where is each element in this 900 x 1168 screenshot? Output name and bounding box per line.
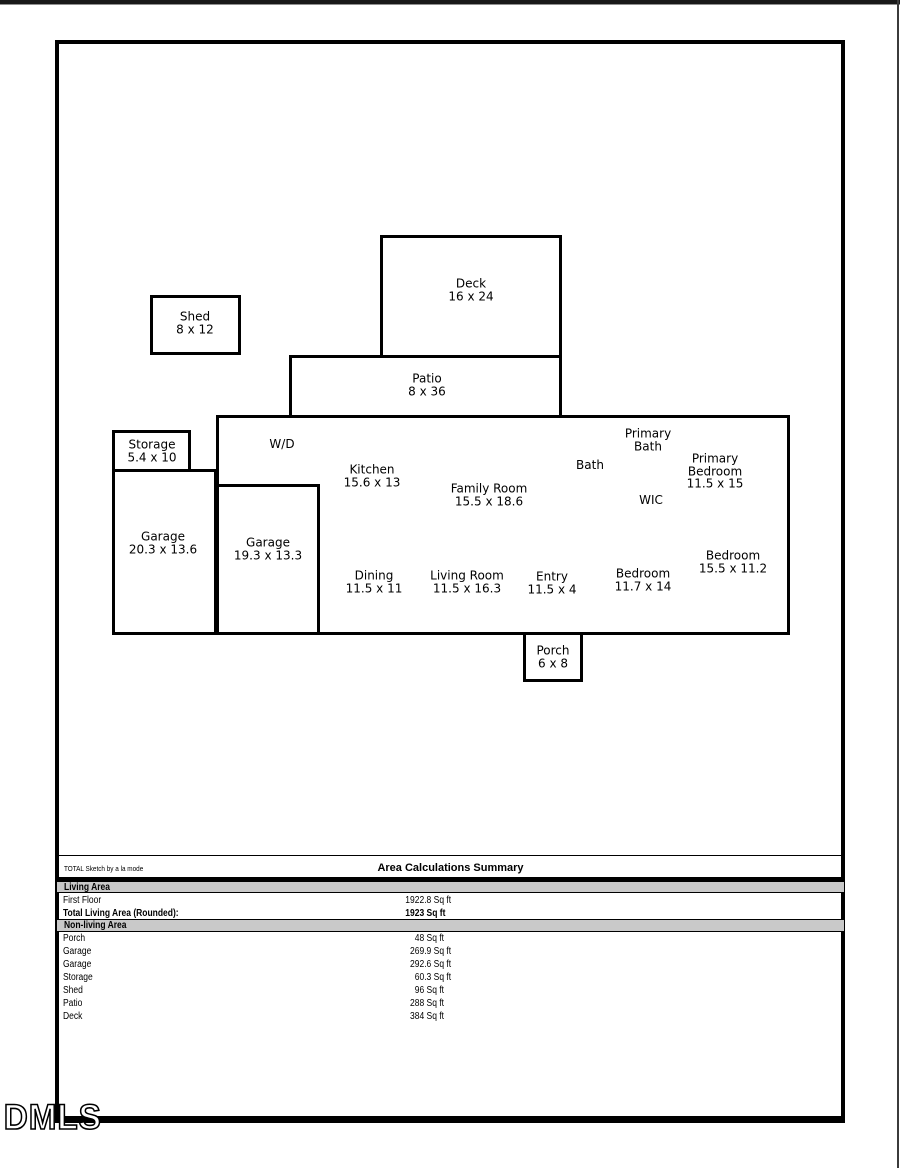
row-value: 48 Sq ft <box>414 933 445 944</box>
page-border <box>55 40 845 1123</box>
table-row: Garage 269.9 Sq ft <box>57 945 843 958</box>
table-title: Area Calculations Summary <box>377 862 524 874</box>
row-label: Storage <box>62 972 93 983</box>
row-value: 269.9 Sq ft <box>410 946 452 957</box>
table-row: Storage 60.3 Sq ft <box>57 971 843 984</box>
table-row: First Floor 1922.8 Sq ft <box>57 894 843 907</box>
row-value: 1922.8 Sq ft <box>405 895 452 906</box>
row-label: Deck <box>62 1011 83 1022</box>
table-row: Porch 48 Sq ft <box>57 932 843 945</box>
table-row: Total Living Area (Rounded): 1923 Sq ft <box>57 907 843 920</box>
table-row: Patio 288 Sq ft <box>57 997 843 1010</box>
living-area-band: Living Area <box>57 882 844 893</box>
table-row: Shed 96 Sq ft <box>57 984 843 997</box>
table-separator-bar <box>57 877 844 882</box>
row-value: 60.3 Sq ft <box>414 972 452 983</box>
dmls-watermark: DMLS <box>3 1097 102 1138</box>
row-value: 384 Sq ft <box>410 1011 445 1022</box>
row-label: First Floor <box>62 895 102 906</box>
garage-left-box <box>112 469 217 635</box>
right-edge-line <box>897 0 899 1168</box>
table-header: TOTAL Sketch by a la mode Area Calculati… <box>57 857 844 877</box>
wd-label: W/D <box>269 436 295 451</box>
wic-label: WIC <box>639 492 663 507</box>
bath-label: Bath <box>576 457 604 472</box>
branding-text: TOTAL Sketch by a la mode <box>64 864 144 873</box>
nonliving-area-rows: Porch 48 Sq ft Garage 269.9 Sq ft Garage 292.… <box>57 932 900 1023</box>
row-label: Garage <box>62 959 92 970</box>
garage-right-box <box>216 484 320 635</box>
nonliving-area-band: Non-living Area <box>57 919 844 932</box>
living-area-header: Living Area <box>64 882 110 893</box>
row-value: 96 Sq ft <box>414 985 445 996</box>
porch-box <box>523 632 583 682</box>
deck-box <box>380 235 562 358</box>
row-label: Shed <box>62 985 83 996</box>
shed-box <box>150 295 241 355</box>
row-value: 292.6 Sq ft <box>410 959 452 970</box>
top-edge-gray-line <box>0 4 900 5</box>
patio-box <box>289 355 562 418</box>
row-value: 1923 Sq ft <box>405 908 446 919</box>
row-label: Porch <box>62 933 86 944</box>
table-row: Deck 384 Sq ft <box>57 1010 843 1023</box>
table-row: Garage 292.6 Sq ft <box>57 958 843 971</box>
dmls-watermark-text: DMLS <box>4 1098 102 1137</box>
top-edge-bar <box>0 0 900 4</box>
area-calculations-table: TOTAL Sketch by a la mode Area Calculati… <box>57 855 844 1035</box>
row-label: Garage <box>62 946 92 957</box>
table-top-line <box>57 855 844 856</box>
row-label: Total Living Area (Rounded): <box>62 908 179 919</box>
row-label: Patio <box>62 998 83 1009</box>
nonliving-area-header: Non-living Area <box>64 920 127 931</box>
row-value: 288 Sq ft <box>410 998 445 1009</box>
